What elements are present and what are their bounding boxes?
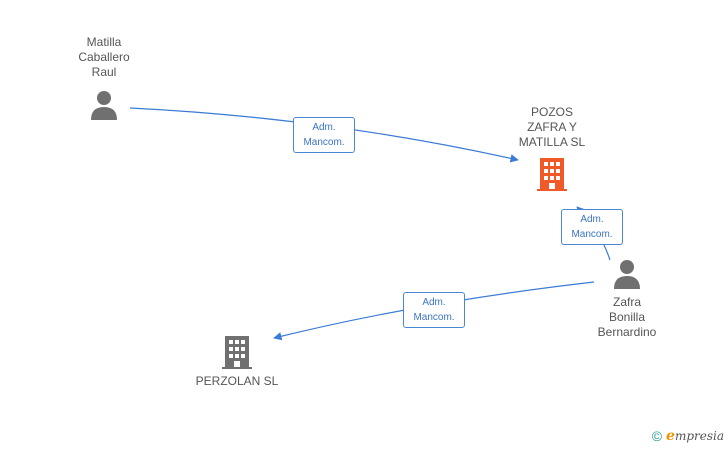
node-matilla-caballero-raul[interactable]: Matilla Caballero Raul (58, 35, 150, 121)
edge-label-zafra-to-pozos[interactable]: Adm. Mancom. (561, 209, 623, 245)
node-label: Zafra Bonilla Bernardino (597, 295, 657, 339)
node-label: PERZOLAN SL (195, 374, 279, 388)
node-label: POZOS ZAFRA Y MATILLA SL (518, 105, 586, 149)
brand-watermark: © empresia (652, 428, 724, 444)
building-icon (222, 336, 252, 369)
node-zafra-bonilla-bernardino[interactable]: Zafra Bonilla Bernardino (580, 258, 674, 340)
edge-label-zafra-to-perzolan[interactable]: Adm. Mancom. (403, 292, 465, 328)
edge-label-matilla-to-pozos[interactable]: Adm. Mancom. (293, 117, 355, 153)
node-perzolan-sl[interactable]: PERZOLAN SL (184, 334, 290, 389)
node-label: Matilla Caballero Raul (78, 35, 130, 79)
building-icon (537, 158, 567, 191)
person-icon (614, 260, 640, 289)
node-pozos-zafra-y-matilla-sl[interactable]: POZOS ZAFRA Y MATILLA SL (500, 105, 604, 192)
person-icon (91, 91, 117, 120)
brand-logo: empresia (666, 428, 724, 444)
copyright-symbol: © (651, 428, 663, 444)
